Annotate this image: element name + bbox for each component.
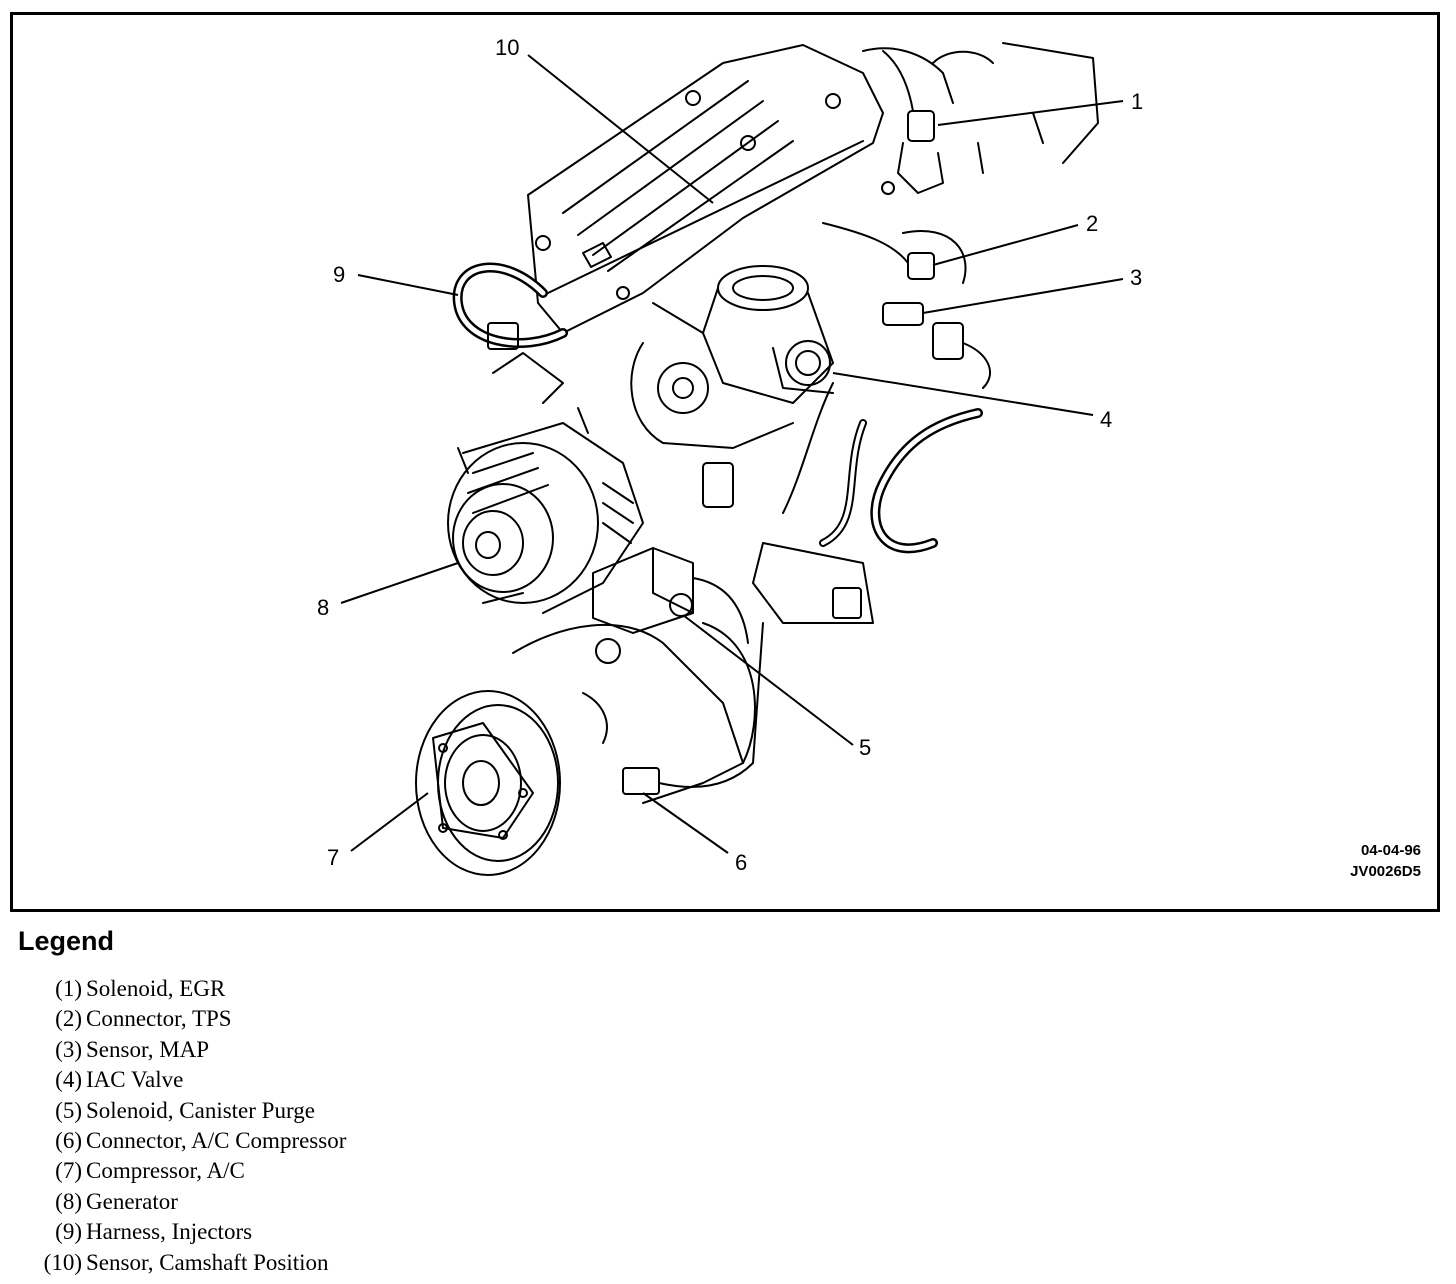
legend-item: (9)Harness, Injectors — [18, 1217, 346, 1247]
callout-10: 10 — [495, 35, 519, 60]
legend-item-label: Sensor, Camshaft Position — [86, 1249, 329, 1275]
legend-item-number: (2) — [55, 1006, 82, 1032]
legend-item: (5)Solenoid, Canister Purge — [18, 1096, 346, 1126]
leader-lines — [340, 54, 1124, 854]
engine-line-drawing: 1 2 3 4 5 6 7 8 9 10 04-04-96 JV0026D5 — [317, 35, 1421, 880]
callout-8: 8 — [317, 595, 329, 620]
legend-item-number: (9) — [55, 1219, 82, 1245]
injector-harness-drawing — [452, 262, 568, 404]
legend-item-number: (10) — [43, 1249, 82, 1275]
callout-3: 3 — [1130, 265, 1142, 290]
legend-item-label: Harness, Injectors — [86, 1219, 253, 1245]
legend-item-number: (8) — [55, 1188, 82, 1214]
legend-list: (1)Solenoid, EGR (2)Connector, TPS (3)Se… — [18, 974, 347, 1278]
engine-diagram-figure: 1 2 3 4 5 6 7 8 9 10 04-04-96 JV0026D5 — [10, 12, 1440, 912]
legend-item-number: (7) — [55, 1158, 82, 1184]
legend-item-number: (1) — [55, 976, 82, 1001]
legend-item-label: Sensor, MAP — [86, 1036, 210, 1062]
main-harness-drawing — [702, 382, 983, 624]
legend-item: (1)Solenoid, EGR — [18, 974, 346, 1004]
ac-compressor-drawing — [415, 622, 764, 876]
legend-item-number: (5) — [55, 1097, 82, 1123]
cam-cover-drawing — [527, 42, 1099, 334]
legend-item: (6)Connector, A/C Compressor — [18, 1126, 346, 1156]
legend-title: Legend — [18, 926, 115, 956]
legend-item: (4)IAC Valve — [18, 1065, 346, 1095]
callout-9: 9 — [333, 262, 345, 287]
callout-7: 7 — [327, 845, 339, 870]
legend-item-number: (3) — [55, 1036, 82, 1062]
figure-date-code: 04-04-96 — [1361, 842, 1421, 859]
callout-4: 4 — [1100, 407, 1112, 432]
legend-item-number: (4) — [55, 1067, 82, 1093]
legend-item-label: Connector, A/C Compressor — [86, 1127, 347, 1153]
legend-item: (3)Sensor, MAP — [18, 1035, 346, 1065]
legend-item-label: Solenoid, EGR — [86, 976, 226, 1001]
egr-solenoid-drawing — [882, 50, 944, 194]
legend-item: (8)Generator — [18, 1187, 346, 1217]
generator-drawing — [447, 407, 644, 614]
legend-item-label: Compressor, A/C — [86, 1158, 245, 1184]
callout-6: 6 — [735, 850, 747, 875]
legend-item-label: IAC Valve — [86, 1067, 184, 1093]
legend-item: (2)Connector, TPS — [18, 1004, 346, 1034]
canister-purge-solenoid-drawing — [592, 547, 749, 664]
legend-item: (10)Sensor, Camshaft Position — [18, 1248, 346, 1278]
legend-item-label: Connector, TPS — [86, 1006, 232, 1032]
legend-item-number: (6) — [55, 1127, 82, 1153]
callout-2: 2 — [1086, 211, 1098, 236]
figure-drawing-code: JV0026D5 — [1350, 863, 1421, 880]
throttle-body-drawing — [630, 222, 992, 449]
legend-item-label: Solenoid, Canister Purge — [86, 1097, 315, 1123]
legend-item: (7)Compressor, A/C — [18, 1156, 346, 1186]
callout-5: 5 — [859, 735, 871, 760]
legend-item-label: Generator — [86, 1188, 178, 1214]
callout-1: 1 — [1131, 89, 1143, 114]
